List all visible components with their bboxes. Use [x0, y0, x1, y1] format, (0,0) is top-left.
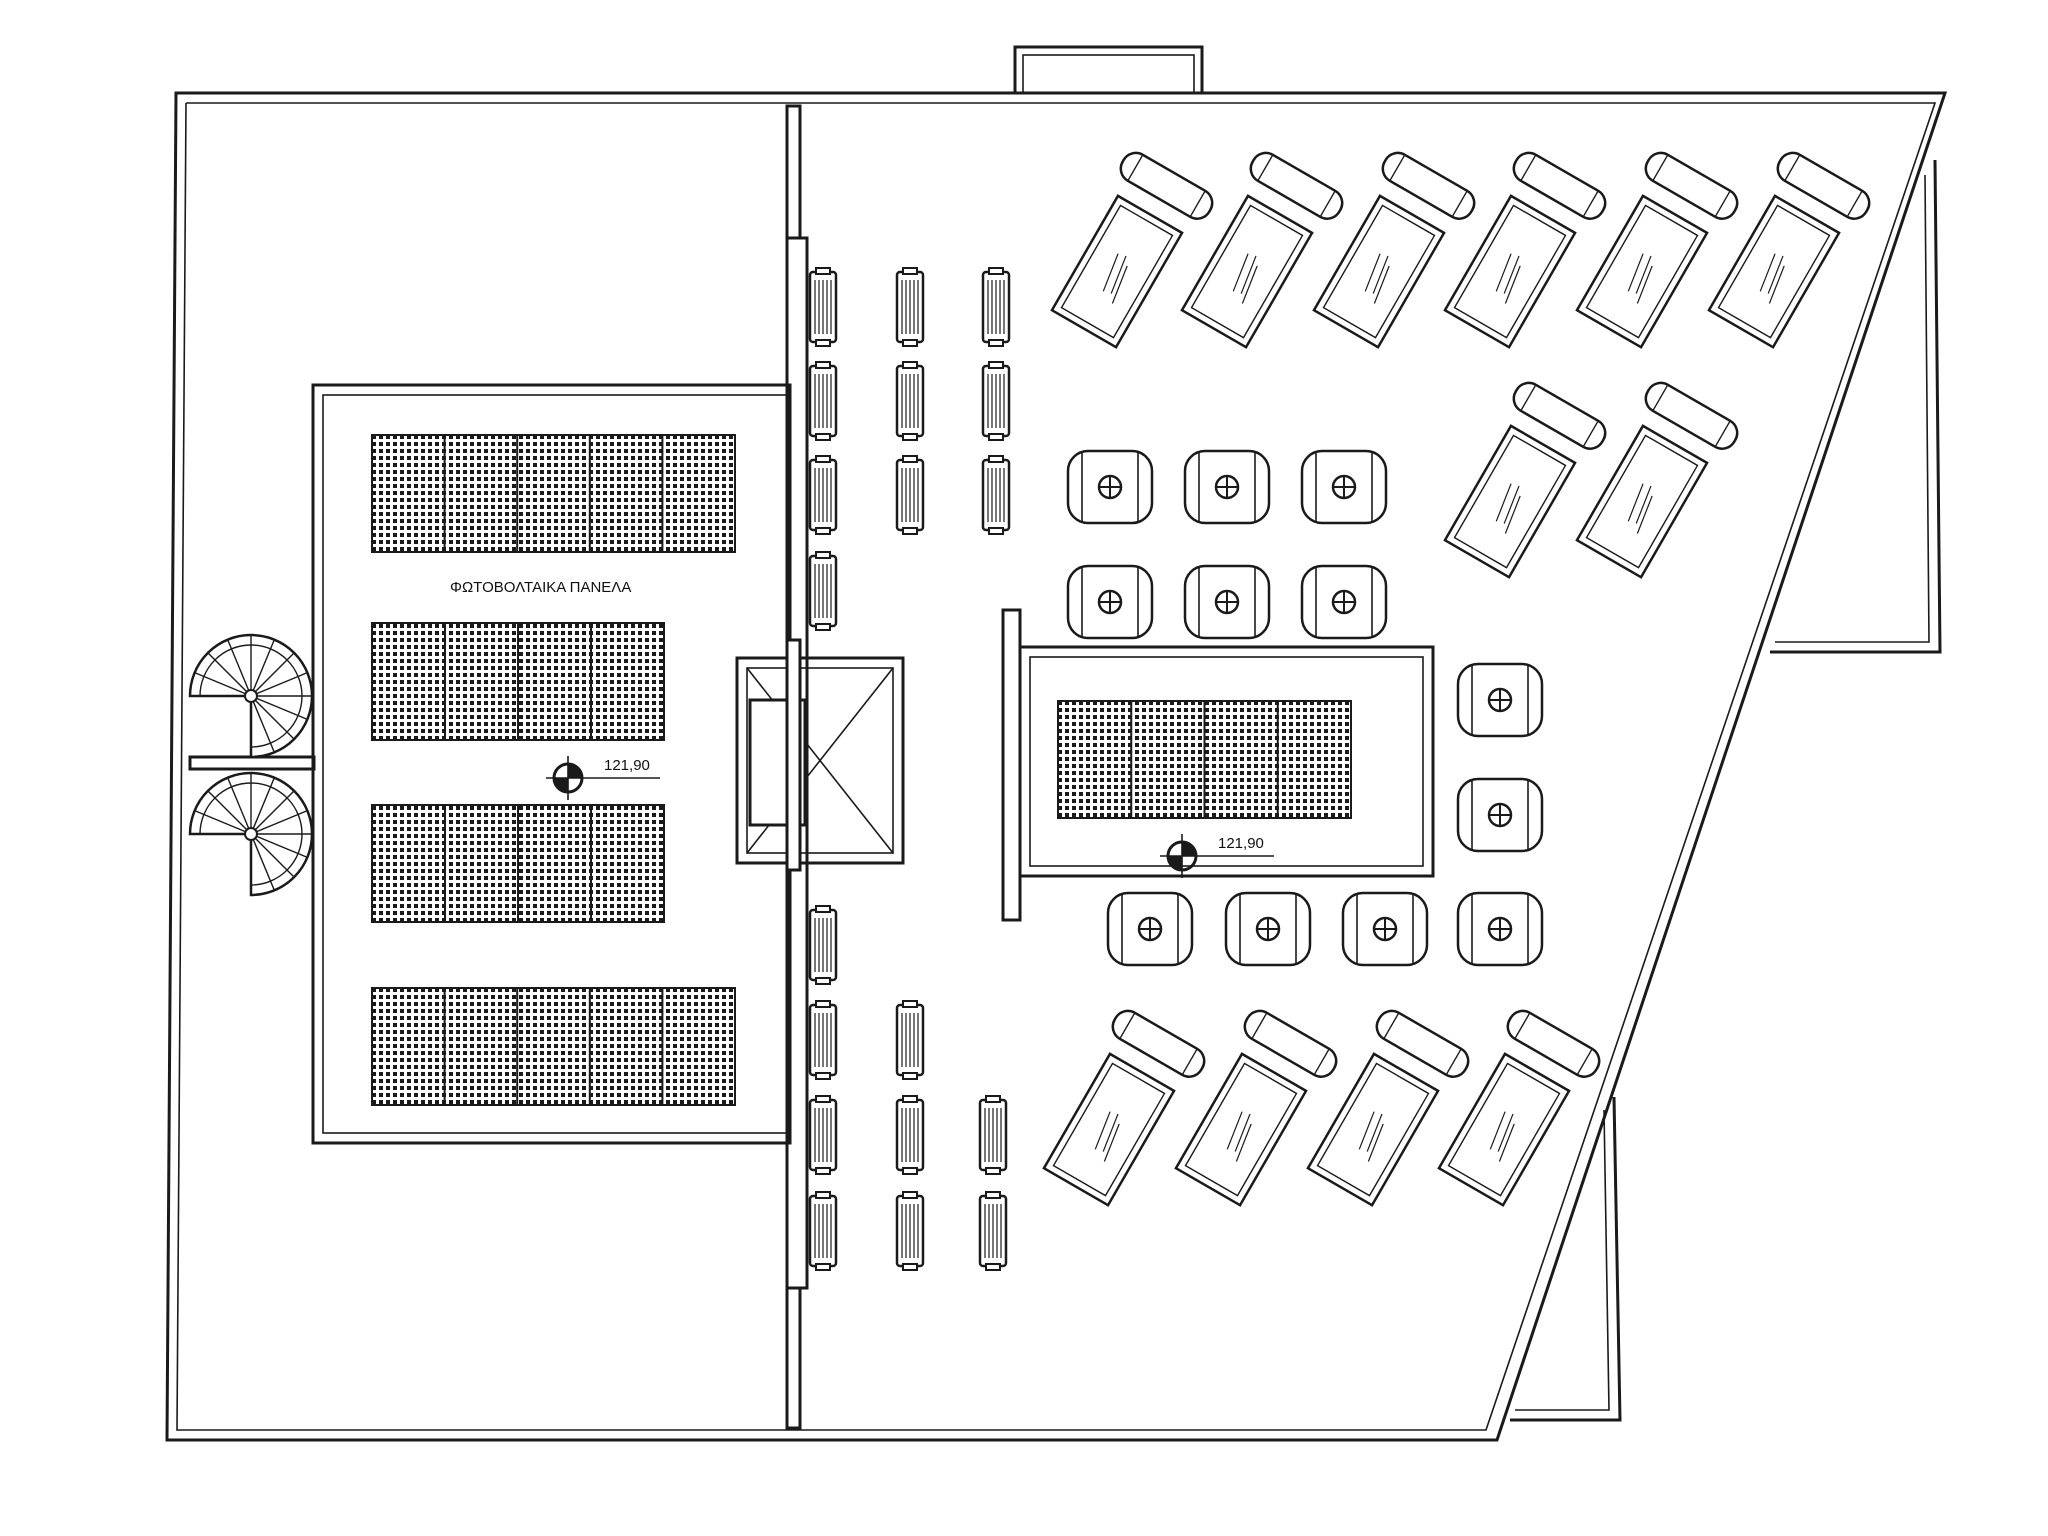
solar-collector-icon: [1050, 151, 1214, 349]
solar-collector-icon: [1312, 151, 1476, 349]
ac-unit-icon: [981, 267, 1011, 347]
ac-unit-icon: [808, 361, 838, 441]
ac-unit-group: [808, 267, 1011, 1271]
ac-unit-icon: [895, 1191, 925, 1271]
ac-unit-icon: [808, 455, 838, 535]
water-tank-icon: [1456, 777, 1544, 853]
ac-unit-icon: [895, 267, 925, 347]
water-tank-icon: [1300, 449, 1388, 525]
solar-collector-group: [1042, 151, 1871, 1207]
pv-panel: [371, 804, 665, 923]
spiral-stair-icon: [188, 633, 314, 759]
ac-unit-icon: [808, 551, 838, 631]
level-marker-left: 121,90: [546, 756, 660, 800]
ac-unit-icon: [895, 361, 925, 441]
pv-platform-left: [311, 383, 792, 1145]
water-tank-icon: [1106, 891, 1194, 967]
ac-unit-icon: [808, 1191, 838, 1271]
water-tank-icon: [1456, 891, 1544, 967]
water-tank-icon: [1183, 449, 1271, 525]
ac-unit-icon: [808, 1000, 838, 1080]
water-tank-icon: [1300, 564, 1388, 640]
pv-panel: [371, 987, 736, 1106]
solar-collector-icon: [1575, 381, 1739, 579]
solar-collector-icon: [1042, 1009, 1206, 1207]
pv-panels-label: ΦΩΤΟΒΟΛΤΑΙΚΑ ΠΑΝΕΛΑ: [450, 579, 631, 596]
pv-panel: [1057, 700, 1352, 819]
solar-collector-icon: [1174, 1009, 1338, 1207]
pv-panel: [371, 434, 736, 553]
solar-collector-icon: [1575, 151, 1739, 349]
level-value-right: 121,90: [1218, 835, 1264, 852]
water-tank-icon: [1066, 449, 1154, 525]
pv-platform-right: [1001, 608, 1435, 922]
water-tank-icon: [1341, 891, 1429, 967]
ac-unit-icon: [808, 905, 838, 985]
ac-unit-icon: [981, 455, 1011, 535]
level-marker-right: 121,90: [1160, 834, 1274, 878]
pv-panel: [371, 622, 665, 741]
ac-unit-icon: [895, 455, 925, 535]
ac-unit-icon: [978, 1191, 1008, 1271]
pv-panel-group-left: [371, 434, 736, 1106]
ac-unit-icon: [808, 1095, 838, 1175]
water-tank-group: [1066, 449, 1544, 967]
solar-collector-icon: [1437, 1009, 1601, 1207]
ac-unit-icon: [981, 361, 1011, 441]
elevator-shaft: [735, 638, 905, 872]
solar-collector-icon: [1180, 151, 1344, 349]
solar-collector-icon: [1707, 151, 1871, 349]
water-tank-icon: [1456, 662, 1544, 738]
solar-collector-icon: [1306, 1009, 1470, 1207]
ac-unit-icon: [808, 267, 838, 347]
ac-unit-icon: [895, 1095, 925, 1175]
spiral-stair-group: [188, 633, 316, 897]
water-tank-icon: [1183, 564, 1271, 640]
water-tank-icon: [1066, 564, 1154, 640]
ac-unit-icon: [978, 1095, 1008, 1175]
level-value-left: 121,90: [604, 757, 650, 774]
solar-collector-icon: [1443, 381, 1607, 579]
spiral-stair-icon: [188, 771, 314, 897]
water-tank-icon: [1224, 891, 1312, 967]
pv-panel-group-right: [1057, 700, 1352, 819]
solar-collector-icon: [1443, 151, 1607, 349]
ac-unit-icon: [895, 1000, 925, 1080]
